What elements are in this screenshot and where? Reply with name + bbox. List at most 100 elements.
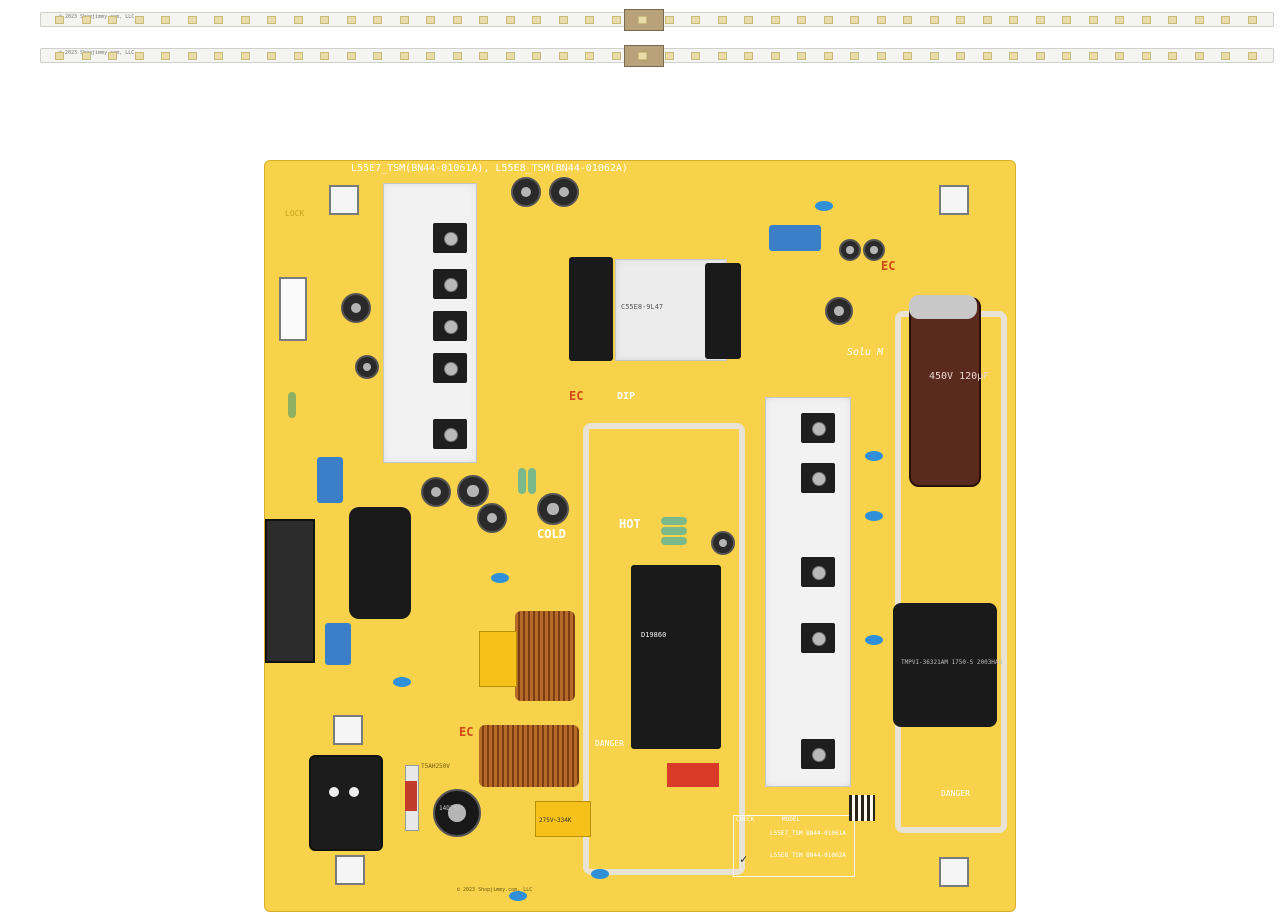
led-chip (982, 16, 992, 24)
led-chip (876, 52, 886, 60)
led-chip (1035, 16, 1045, 24)
led-chip (664, 16, 674, 24)
transformer-left-core (569, 257, 613, 361)
led-chip (558, 16, 568, 24)
led-chip (108, 52, 117, 60)
ec-label: EC (881, 259, 896, 273)
ac-inlet-pin (349, 787, 359, 797)
y-capacitor (509, 891, 527, 901)
led-chip (161, 52, 170, 60)
solum-label: Solu M (847, 347, 884, 358)
led-chip (293, 52, 303, 60)
led-chip (638, 16, 647, 24)
resistor (661, 517, 687, 525)
led-chip (452, 16, 462, 24)
led-chip (1035, 52, 1045, 60)
led-strip-1: © 2023 Shopjimmy.com, LLC (40, 9, 1274, 31)
mosfet (801, 557, 835, 587)
pfc-inductor (893, 603, 997, 727)
led-chip (770, 16, 780, 24)
led-chip (1141, 52, 1151, 60)
connector-main (265, 519, 315, 663)
y-capacitor (865, 451, 883, 461)
fuse-label: T5AH250V (421, 763, 450, 770)
led-chip (611, 16, 621, 24)
danger-label: DANGER (941, 789, 970, 798)
relay (667, 763, 719, 787)
heatsink-right (765, 397, 851, 787)
led-chip (691, 16, 700, 24)
common-mode-choke (515, 611, 575, 701)
led-chip (1088, 52, 1098, 60)
led-chip (267, 52, 276, 60)
led-chip (929, 16, 939, 24)
film-capacitor (317, 457, 343, 503)
standby-transformer (349, 507, 411, 619)
resistor (661, 537, 687, 545)
led-chip (399, 52, 409, 60)
led-chip (240, 52, 250, 60)
choke-label: D19860 (641, 631, 667, 639)
led-strip-2: © 2023 Shopjimmy.com, LLC (40, 45, 1274, 67)
led-chip (505, 52, 515, 60)
film-capacitor (325, 623, 351, 665)
ec-label: EC (569, 389, 584, 403)
connector-cn801 (279, 277, 307, 341)
led-chip (876, 16, 886, 24)
led-chip (1009, 16, 1018, 24)
led-chip (1062, 16, 1071, 24)
electrolytic-capacitor (421, 477, 451, 507)
electrolytic-capacitor (341, 293, 371, 323)
led-chip (611, 52, 621, 60)
connector-led-4 (335, 855, 365, 885)
led-chip (717, 16, 727, 24)
y-capacitor (815, 201, 833, 211)
led-chip (717, 52, 727, 60)
connector-led-2 (939, 185, 969, 215)
board-top-silk: L55E7_TSM(BN44-01061A), L55E8_TSM(BN44-0… (351, 163, 628, 174)
led-chip (903, 52, 912, 60)
led-chip (664, 52, 674, 60)
connector-led-5 (333, 715, 363, 745)
led-chip (903, 16, 912, 24)
led-chip (452, 52, 462, 60)
model-table-header-check: CHECK (736, 816, 755, 823)
led-chip (982, 52, 992, 60)
led-chip (346, 52, 356, 60)
led-chip (744, 16, 753, 24)
led-chip (585, 52, 594, 60)
electrolytic-capacitor (355, 355, 379, 379)
y-capacitor (865, 511, 883, 521)
electrolytic-capacitor (549, 177, 579, 207)
model-table: CHECK MODEL L55E7_TSM BN44-01061A ✓ L55E… (733, 815, 855, 877)
led-chip (1247, 16, 1257, 24)
bulk-capacitor-top (909, 295, 977, 319)
led-chip (1115, 52, 1124, 60)
led-chip (426, 52, 435, 60)
led-chip (55, 52, 64, 60)
led-chip (929, 52, 939, 60)
y-capacitor (591, 869, 609, 879)
model-table-header-model: MODEL (782, 816, 801, 823)
led-chip (585, 16, 594, 24)
x-capacitor (479, 631, 517, 687)
ec-label: EC (459, 725, 474, 739)
mosfet (801, 739, 835, 769)
led-chip (55, 16, 64, 24)
led-chip (134, 16, 144, 24)
led-chip (1115, 16, 1124, 24)
pfc-inductor-label: TMPVI-36321AM 1750-S 2003HAB (901, 659, 1003, 666)
mosfet (433, 311, 467, 341)
electrolytic-capacitor (825, 297, 853, 325)
electrolytic-capacitor (457, 475, 489, 507)
connector-led-1 (329, 185, 359, 215)
led-chip (1088, 16, 1098, 24)
resistor (288, 392, 296, 418)
transformer-label: C55E8-9L47 (621, 303, 664, 311)
electrolytic-capacitor (711, 531, 735, 555)
mosfet (801, 463, 835, 493)
danger-label: DANGER (595, 739, 624, 748)
bulk-capacitor (909, 297, 981, 487)
varistor-label: 14D751 (439, 805, 461, 812)
transformer-right-core (705, 263, 741, 359)
